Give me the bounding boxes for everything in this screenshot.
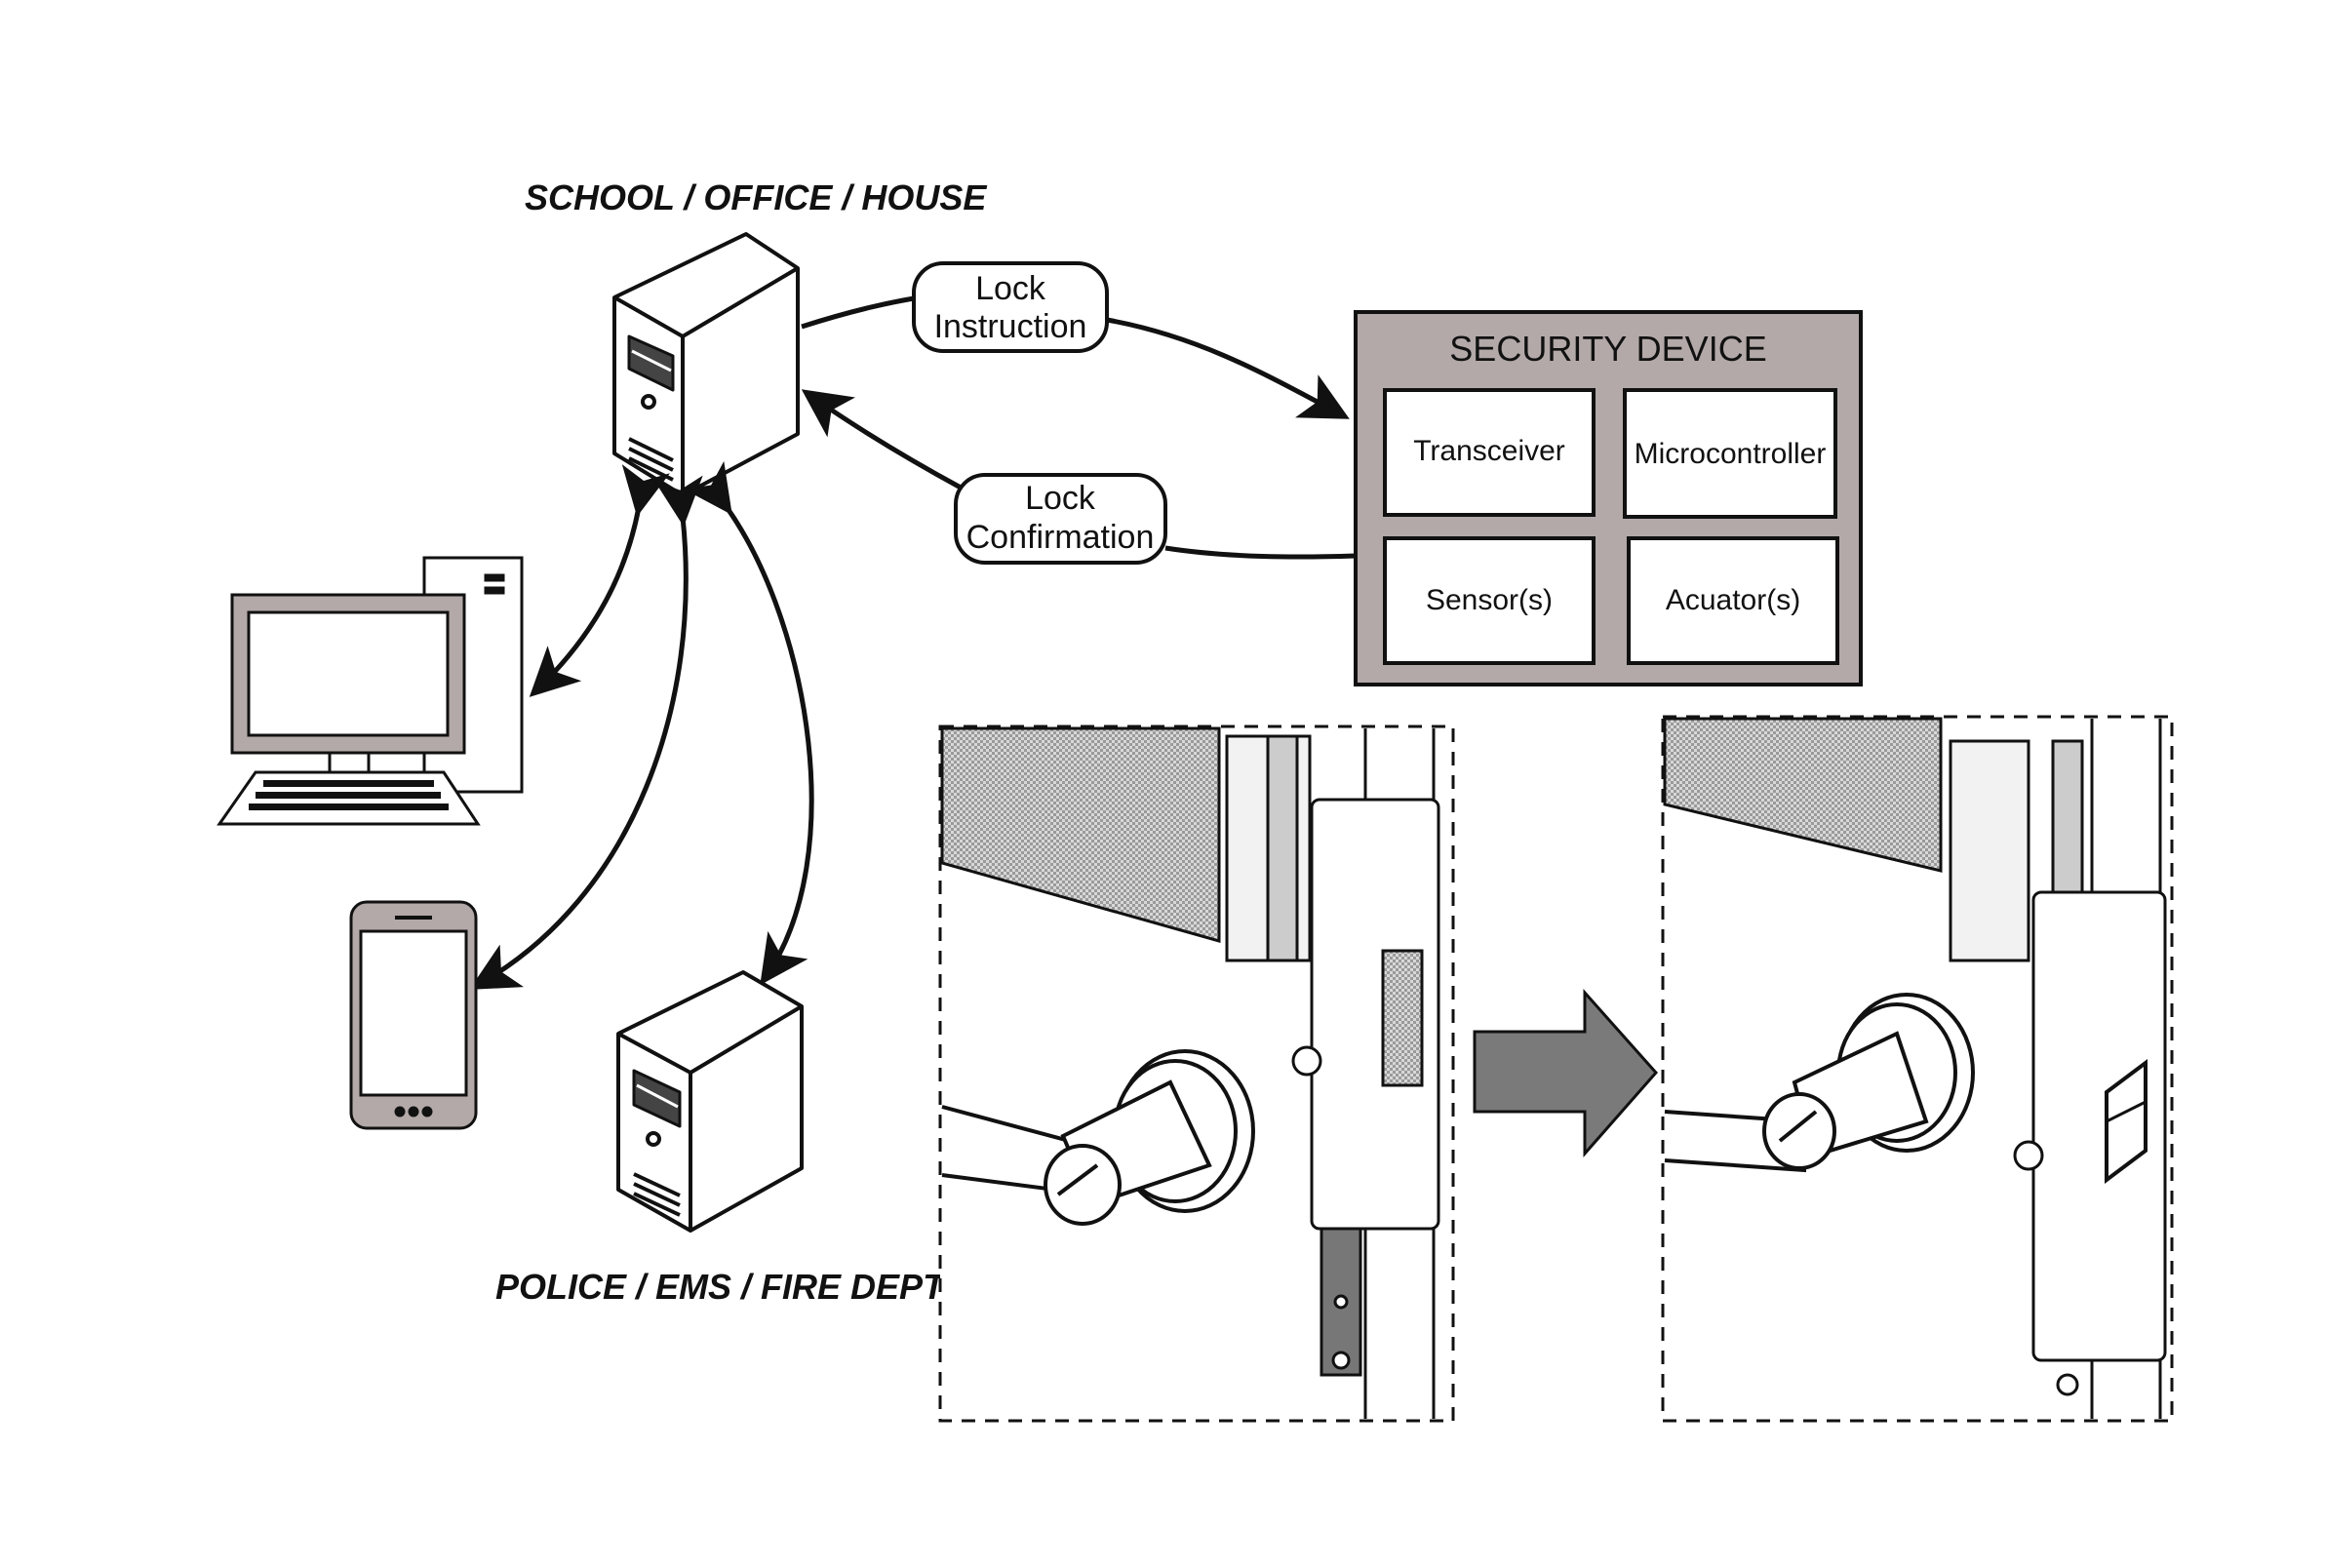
component-actuators-label: Acuator(s): [1666, 584, 1800, 616]
component-transceiver-label: Transceiver: [1413, 435, 1565, 467]
door-handle: [941, 1049, 1255, 1226]
instruction-line1: Lock: [975, 270, 1046, 307]
site-label: SCHOOL / OFFICE / HOUSE: [525, 177, 987, 217]
door-unlocked-panel: [938, 725, 1455, 1423]
lock-instruction-bubble: Lock Instruction: [912, 261, 1109, 353]
responders-label: POLICE / EMS / FIRE DEPT.: [495, 1267, 951, 1307]
confirmation-line1: Lock: [1025, 480, 1096, 517]
server-tower-icon: [612, 232, 800, 497]
smartphone-icon: [349, 900, 478, 1130]
security-device-box: SECURITY DEVICE Transceiver Microcontrol…: [1354, 310, 1863, 686]
component-microcontroller-label: Microcontroller: [1635, 438, 1827, 470]
component-transceiver: [1383, 388, 1596, 517]
door-locked-panel: [1661, 715, 2174, 1423]
right-arrow-icon: [1473, 989, 1659, 1157]
link-responders: [684, 460, 814, 986]
lock-mechanism: [1225, 734, 1440, 1377]
security-device-title: SECURITY DEVICE: [1449, 329, 1766, 369]
lock-confirmation-bubble: Lock Confirmation: [954, 473, 1167, 565]
component-sensors: [1383, 536, 1596, 665]
responder-server-icon: [616, 970, 804, 1233]
component-sensors-label: Sensor(s): [1426, 584, 1553, 616]
component-microcontroller: [1623, 388, 1837, 519]
component-actuators: [1627, 536, 1839, 665]
link-desktop: [529, 464, 670, 697]
desktop-computer-icon: [217, 556, 524, 826]
instruction-line2: Instruction: [934, 308, 1087, 345]
lock-mechanism-engaged: [1949, 739, 2167, 1396]
door-handle-locked: [1664, 993, 1975, 1173]
confirmation-line2: Confirmation: [966, 519, 1155, 556]
